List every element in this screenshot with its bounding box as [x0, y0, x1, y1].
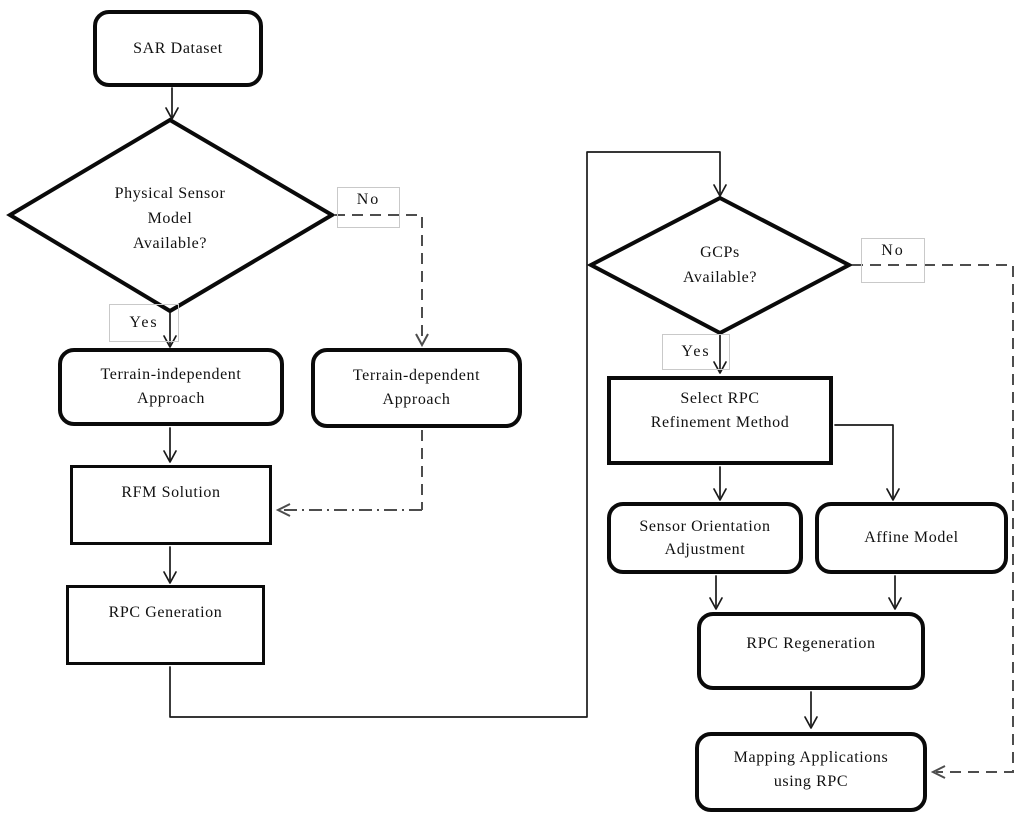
edge-gcps-no-to-mapping: [852, 264, 1014, 773]
arrowhead-to-gcps-decision: [713, 184, 727, 197]
node-mapping-applications-label: Mapping Applications using RPC: [733, 749, 889, 790]
gcps-diamond-shape: [586, 195, 854, 336]
edge-label-gcps-yes: Yes: [662, 334, 730, 370]
node-sensor-orientation-label: Sensor Orientation Adjustment: [639, 518, 771, 558]
edge-label-physical-yes-text: Yes: [129, 314, 159, 331]
node-terrain-independent-label: Terrain-independent Approach: [100, 366, 242, 407]
arrowhead-sar-to-physical-decision: [165, 107, 179, 120]
node-gcps-decision: GCPs Available?: [640, 228, 800, 302]
edge-label-physical-no: No: [337, 187, 400, 228]
node-rfm-solution: RFM Solution: [70, 465, 272, 545]
node-sar-dataset-label: SAR Dataset: [133, 39, 223, 57]
node-affine-model-label: Affine Model: [864, 529, 959, 546]
node-terrain-dependent-label: Terrain-dependent Approach: [352, 367, 481, 408]
arrowhead-affine-to-rpc-regeneration: [888, 597, 902, 610]
edge-label-gcps-no-text: No: [881, 242, 905, 259]
edge-label-gcps-no: No: [861, 238, 925, 283]
physical-sensor-diamond-shape: [6, 117, 336, 314]
arrowhead-to-rpc-generation: [163, 571, 177, 584]
node-rfm-solution-label: RFM Solution: [121, 484, 221, 501]
node-terrain-independent: Terrain-independent Approach: [58, 348, 284, 426]
arrowhead-soa-to-rpc-regeneration: [709, 597, 723, 610]
arrowhead-to-select-rpc: [713, 361, 727, 374]
arrowhead-to-rfm: [163, 450, 177, 463]
arrowhead-to-terrain-independent: [163, 335, 177, 348]
node-rpc-regeneration: RPC Regeneration: [697, 612, 925, 690]
edge-physical-no-to-terrain-dependent: [334, 214, 423, 341]
node-sar-dataset: SAR Dataset: [93, 10, 263, 87]
arrowhead-to-terrain-dependent: [415, 333, 429, 348]
arrowhead-to-mapping: [804, 716, 818, 729]
edge-rpc-generation-to-gcps-decision: [169, 151, 721, 718]
node-rpc-regeneration-label: RPC Regeneration: [746, 635, 876, 652]
node-select-rpc-refinement-label: Select RPC Refinement Method: [650, 390, 790, 431]
node-gcps-decision-label: GCPs Available?: [682, 244, 758, 286]
edge-label-gcps-yes-text: Yes: [681, 343, 711, 360]
node-physical-sensor-decision-label: Physical Sensor Model Available?: [114, 184, 226, 252]
arrowhead-no-to-mapping: [930, 765, 946, 779]
edge-label-physical-no-text: No: [356, 191, 381, 208]
node-rpc-generation: RPC Generation: [66, 585, 265, 665]
node-terrain-dependent: Terrain-dependent Approach: [311, 348, 522, 428]
edge-select-to-affine-model: [834, 424, 894, 498]
arrowhead-to-affine-model: [886, 488, 900, 501]
node-rpc-generation-label: RPC Generation: [108, 604, 223, 621]
arrowhead-to-sensor-orientation: [713, 488, 727, 501]
node-sensor-orientation: Sensor Orientation Adjustment: [607, 502, 803, 574]
arrowhead-dashdot-to-rfm: [275, 503, 291, 517]
node-affine-model: Affine Model: [815, 502, 1008, 574]
node-physical-sensor-decision: Physical Sensor Model Available?: [85, 178, 255, 258]
node-select-rpc-refinement: Select RPC Refinement Method: [607, 376, 833, 465]
node-mapping-applications: Mapping Applications using RPC: [695, 732, 927, 812]
edge-label-physical-yes: Yes: [109, 304, 179, 342]
